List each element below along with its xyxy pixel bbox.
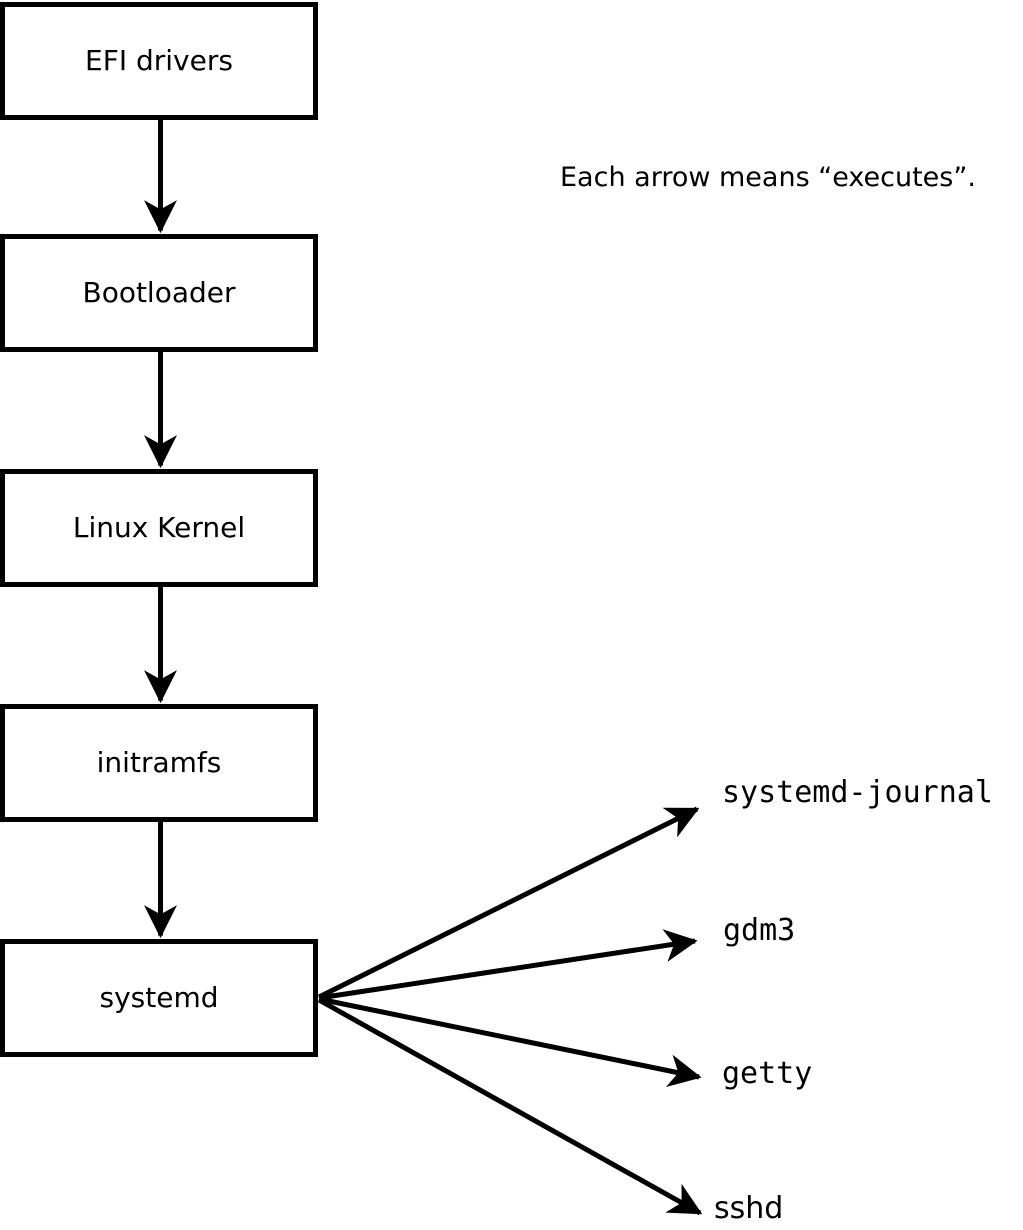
arrow-systemd-to-systemd-journal xyxy=(317,806,700,1000)
label-sshd: sshd xyxy=(714,1191,784,1226)
node-bootloader-label: Bootloader xyxy=(82,276,236,309)
node-linux-kernel-label: Linux Kernel xyxy=(72,511,246,544)
node-bootloader: Bootloader xyxy=(0,234,318,352)
node-systemd: systemd xyxy=(0,939,318,1057)
node-linux-kernel: Linux Kernel xyxy=(0,469,318,587)
node-efi-drivers-label: EFI drivers xyxy=(85,44,233,77)
label-getty: getty xyxy=(722,1056,813,1091)
label-gdm3: gdm3 xyxy=(723,913,796,948)
arrow-systemd-to-sshd xyxy=(317,997,703,1216)
arrow-meaning-note: Each arrow means “executes”. xyxy=(560,162,976,193)
node-initramfs-label: initramfs xyxy=(96,746,222,779)
node-efi-drivers: EFI drivers xyxy=(0,2,318,120)
label-systemd-journal: systemd-journal xyxy=(722,775,993,810)
node-systemd-label: systemd xyxy=(99,981,219,1014)
arrow-systemd-to-getty xyxy=(318,996,702,1088)
arrow-systemd-to-gdm3 xyxy=(318,929,698,1001)
node-initramfs: initramfs xyxy=(0,704,318,822)
